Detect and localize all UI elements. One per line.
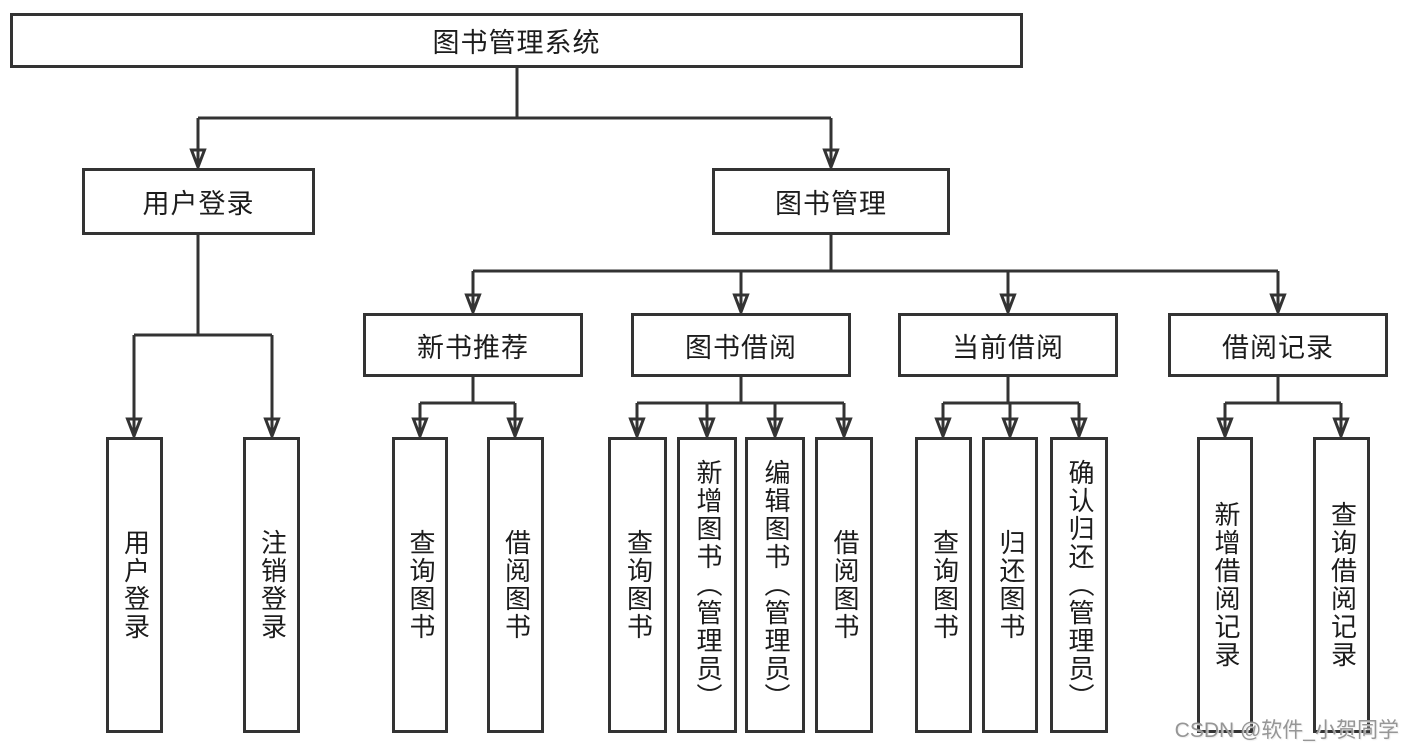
node-confirm-return-admin-label: 确认归还（管理员） — [1065, 459, 1094, 711]
node-query-books-2-label: 查询图书 — [623, 529, 653, 641]
node-user-login-leaf: 用户登录 — [106, 437, 163, 733]
connector-book-management-split — [473, 235, 1278, 273]
node-current-borrowing-label: 当前借阅 — [952, 332, 1064, 363]
connector-book-borrowing-split — [637, 377, 844, 405]
node-confirm-return-admin: 确认归还（管理员） — [1050, 437, 1108, 733]
node-new-book-recommend: 新书推荐 — [363, 313, 583, 377]
node-add-borrow-record: 新增借阅记录 — [1197, 437, 1253, 733]
node-query-books-3-label: 查询图书 — [929, 529, 959, 641]
node-root-label: 图书管理系统 — [432, 28, 601, 58]
node-add-books-admin-label: 新增图书（管理员） — [693, 459, 722, 711]
node-borrow-books-1: 借阅图书 — [487, 437, 544, 733]
node-borrow-books-2-label: 借阅图书 — [830, 529, 859, 641]
node-user-login-leaf-label: 用户登录 — [120, 529, 150, 641]
node-borrow-books-1-label: 借阅图书 — [501, 529, 531, 641]
connector-root-split — [198, 68, 831, 120]
node-query-borrow-record: 查询借阅记录 — [1313, 437, 1370, 733]
node-user-login-label: 用户登录 — [142, 189, 255, 219]
csdn-watermark: CSDN @软件_小贺同学 — [1174, 719, 1399, 742]
node-borrowing-records: 借阅记录 — [1168, 313, 1388, 377]
node-add-borrow-record-label: 新增借阅记录 — [1211, 501, 1240, 669]
node-user-login: 用户登录 — [82, 168, 315, 235]
node-edit-books-admin: 编辑图书（管理员） — [745, 437, 805, 733]
node-book-borrowing-label: 图书借阅 — [685, 332, 797, 363]
node-logout-leaf: 注销登录 — [243, 437, 300, 733]
node-edit-books-admin-label: 编辑图书（管理员） — [761, 459, 790, 711]
node-borrow-books-2: 借阅图书 — [815, 437, 873, 733]
node-logout-leaf-label: 注销登录 — [257, 529, 287, 641]
node-add-books-admin: 新增图书（管理员） — [677, 437, 737, 733]
node-query-books-1: 查询图书 — [392, 437, 448, 733]
node-query-borrow-record-label: 查询借阅记录 — [1327, 501, 1357, 669]
node-book-management-label: 图书管理 — [775, 189, 887, 219]
node-book-management: 图书管理 — [712, 168, 950, 235]
node-return-books: 归还图书 — [982, 437, 1038, 733]
node-book-borrowing: 图书借阅 — [631, 313, 851, 377]
node-return-books-label: 归还图书 — [996, 529, 1025, 641]
connector-user-login-split — [134, 235, 272, 337]
node-borrowing-records-label: 借阅记录 — [1222, 332, 1334, 363]
node-query-books-1-label: 查询图书 — [406, 529, 435, 641]
node-current-borrowing: 当前借阅 — [898, 313, 1118, 377]
connector-new-book-split — [420, 377, 515, 405]
connector-current-borrowing-split — [943, 377, 1079, 405]
node-root: 图书管理系统 — [10, 13, 1023, 68]
connector-borrowing-records-split — [1225, 377, 1341, 405]
node-query-books-2: 查询图书 — [608, 437, 667, 733]
node-new-book-recommend-label: 新书推荐 — [417, 332, 529, 363]
node-query-books-3: 查询图书 — [915, 437, 972, 733]
